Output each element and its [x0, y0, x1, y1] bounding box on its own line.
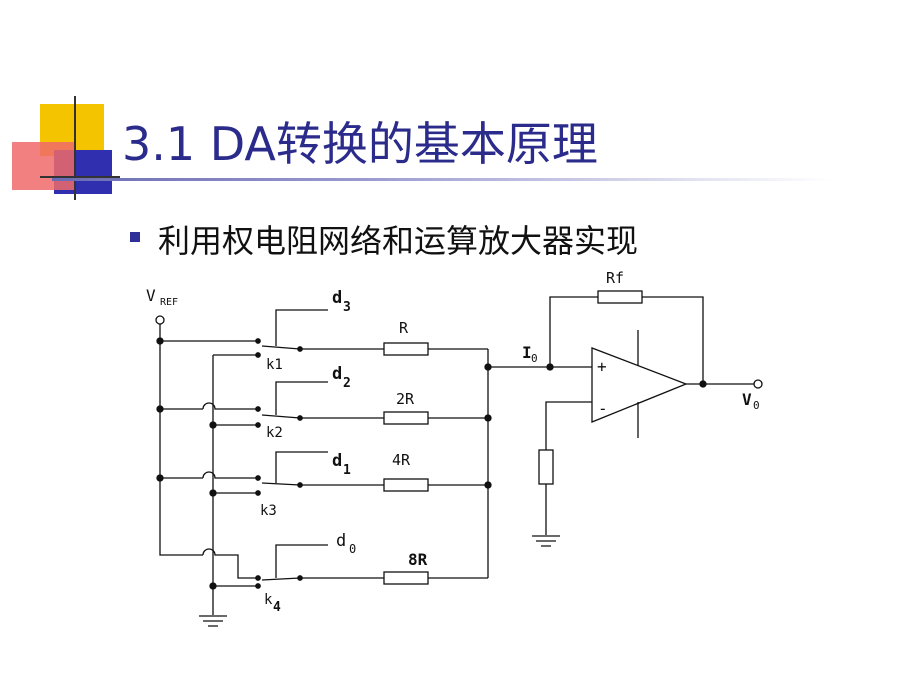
current-label-sub: 0 — [531, 352, 538, 365]
resistor-2r — [383, 411, 429, 425]
resistor-label-8r: 8R — [408, 550, 428, 569]
vref-bus — [159, 324, 256, 556]
resistor-label-4r: 4R — [392, 451, 411, 469]
resistor-label-2r: 2R — [396, 390, 415, 408]
resistor-rf — [597, 290, 643, 304]
bit-label-d0-sub: 0 — [349, 542, 356, 556]
vref-label: V — [146, 286, 156, 305]
opamp-plus: + — [597, 357, 607, 376]
branch-wires — [300, 348, 488, 579]
vref-sub-label: REF — [160, 297, 178, 308]
switch-label-k2: k2 — [266, 425, 283, 441]
ground-symbol-right — [532, 535, 560, 547]
resistor-label-r: R — [399, 319, 409, 337]
bullet-text: 利用权电阻网络和运算放大器实现 — [158, 222, 639, 260]
minus-input-wire — [545, 401, 592, 535]
bit-leaders — [275, 309, 328, 578]
bit-label-d1: d — [332, 451, 342, 471]
vref-terminal — [155, 315, 165, 325]
switch-label-k1: k1 — [266, 357, 283, 373]
bit-label-d2-sub: 2 — [343, 376, 351, 391]
ground-symbol-left — [199, 615, 227, 627]
title-underline — [52, 178, 832, 181]
resistor-4r — [383, 478, 429, 492]
vref-crossings — [202, 402, 256, 579]
switch-label-k3: k3 — [260, 503, 277, 519]
bit-label-d0: d — [336, 531, 346, 551]
output-terminal — [753, 379, 763, 389]
output-label-sub: 0 — [753, 399, 760, 412]
current-label: I — [522, 343, 532, 362]
switch-contacts — [255, 338, 261, 589]
bit-label-d1-sub: 1 — [343, 463, 351, 478]
resistor-8r — [383, 571, 429, 585]
output-label: V — [742, 390, 752, 409]
switch-label-k4: k — [264, 592, 273, 608]
resistor-r — [383, 342, 429, 356]
opamp-triangle — [591, 347, 688, 423]
ground-bus — [212, 354, 256, 615]
feedback-wires — [549, 296, 704, 384]
summing-bus — [487, 349, 592, 578]
bullet-marker — [130, 232, 140, 242]
bit-label-d3-sub: 3 — [343, 300, 351, 315]
switch-arms — [261, 345, 301, 581]
switch-label-k4-sub: 4 — [273, 600, 281, 615]
deco-horizontal-line — [40, 176, 120, 178]
deco-red-square — [12, 142, 74, 190]
resistor-label-rf: Rf — [606, 269, 624, 287]
resistor-ground — [538, 449, 554, 485]
opamp-minus: - — [598, 399, 608, 418]
deco-vertical-line — [74, 96, 76, 200]
slide-title: 3.1 DA转换的基本原理 — [122, 117, 598, 171]
bit-label-d3: d — [332, 288, 342, 308]
bit-label-d2: d — [332, 364, 342, 384]
